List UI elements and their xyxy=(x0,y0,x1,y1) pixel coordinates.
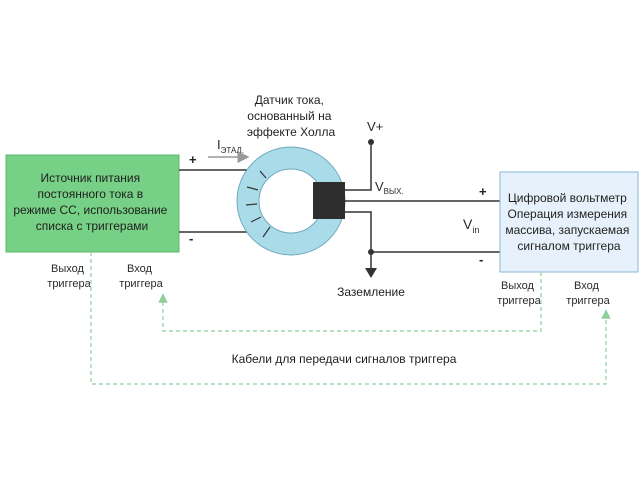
svg-text:Вход триггера: Вход триггера xyxy=(566,280,610,307)
dmm-line-1: Цифровой вольтметр xyxy=(508,191,627,205)
svg-text:Датчик тока, основанный на: Датчик тока, основанный на эффекте Холла xyxy=(247,93,336,139)
ground-symbol xyxy=(365,268,377,278)
dmm-trigger-in-2: триггера xyxy=(566,295,610,307)
source-trigger-out-2: триггера xyxy=(47,278,91,290)
dmm-minus-sign: - xyxy=(479,252,483,267)
source-line-4: списка с триггерами xyxy=(36,219,148,233)
source-minus-sign: - xyxy=(189,231,193,246)
source-plus-sign: + xyxy=(189,152,197,167)
svg-text:Выход триггера: Выход триггера xyxy=(497,280,541,307)
dmm-trigger-in-1: Вход xyxy=(574,280,599,292)
vin-label: V xyxy=(463,216,473,232)
hall-sensor-chip xyxy=(313,182,345,219)
source-trigger-in-1: Вход xyxy=(127,263,152,275)
svg-text:Цифровой вольтметр Операци: Цифровой вольтметр Операция измерения ма… xyxy=(505,191,632,253)
power-source-box xyxy=(5,154,180,253)
dmm-line-3: массива, запускаемая xyxy=(505,223,629,237)
sensor-caption-2: основанный на xyxy=(247,109,331,123)
dmm-line-4: сигналом триггера xyxy=(517,239,620,253)
dmm-plus-sign: + xyxy=(479,184,487,199)
ring-windings xyxy=(245,170,271,238)
svg-text:Vin: Vin xyxy=(463,216,479,235)
supply-label: V+ xyxy=(367,119,383,134)
source-line-3: режиме CC, использование xyxy=(13,203,167,217)
trigger-cable-source-out-to-dmm-in xyxy=(90,252,611,385)
svg-text:VВЫХ.: VВЫХ. xyxy=(375,179,404,196)
ground-label: Заземление xyxy=(337,285,405,299)
vout-subscript: ВЫХ. xyxy=(384,187,404,196)
source-line-1: Источник питания xyxy=(41,171,141,185)
svg-text:Вход триггера: Вход триггера xyxy=(119,263,163,290)
wire-supply xyxy=(351,142,372,191)
vout-label: V xyxy=(375,179,384,194)
dmm-trigger-out-1: Выход xyxy=(501,280,534,292)
current-subscript: ЭТАЛ. xyxy=(221,146,244,155)
wire-ground xyxy=(351,211,372,268)
svg-text:Выход триггера: Выход триггера xyxy=(47,263,91,290)
trigger-cable-dmm-out-to-source-in xyxy=(158,272,542,332)
trigger-cables-label: Кабели для передачи сигналов триггера xyxy=(232,352,457,366)
sensor-caption-1: Датчик тока, xyxy=(255,93,324,107)
vin-subscript: in xyxy=(472,225,479,235)
dmm-box xyxy=(499,171,639,273)
source-trigger-in-2: триггера xyxy=(119,278,163,290)
dmm-trigger-out-2: триггера xyxy=(497,295,541,307)
dmm-line-2: Операция измерения xyxy=(508,207,628,221)
sensor-caption-3: эффекте Холла xyxy=(247,125,336,139)
svg-text:Источник питания постоянно: Источник питания постоянного тока в режи… xyxy=(13,171,170,233)
current-label: I xyxy=(217,137,221,152)
source-line-2: постоянного тока в xyxy=(37,187,143,201)
svg-text:IЭТАЛ.: IЭТАЛ. xyxy=(217,137,244,155)
source-trigger-out-1: Выход xyxy=(51,263,84,275)
